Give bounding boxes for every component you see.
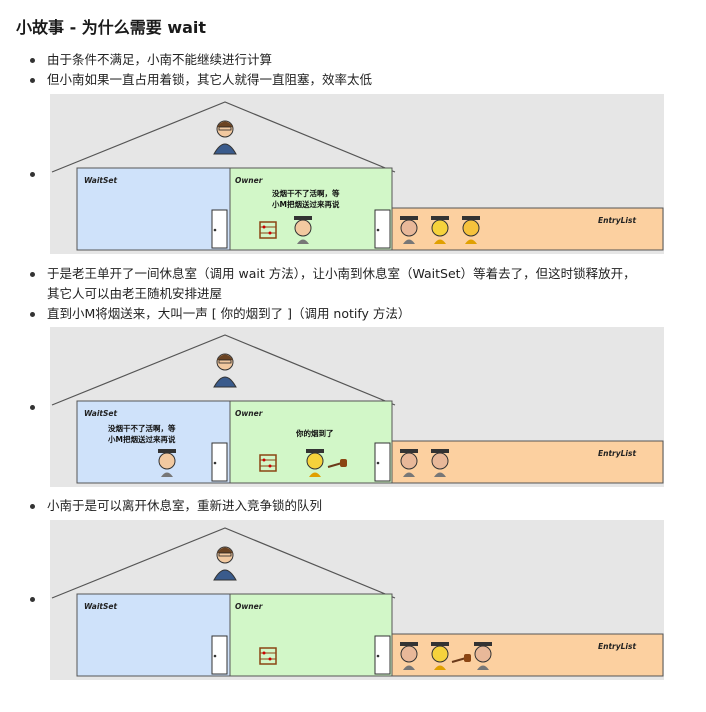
scene-3: WaitSet Owner EntryList — [50, 520, 664, 680]
speech-line: 小M把烟送过来再说 — [272, 200, 340, 209]
bullet-text: 由于条件不满足，小南不能继续进行计算 — [47, 52, 273, 67]
bullet-dot — [30, 58, 35, 63]
bullet-text: 直到小M将烟送来，大叫一声 [ 你的烟到了 ]（调用 notify 方法） — [47, 306, 411, 321]
entrylist-label: EntryList — [598, 216, 637, 225]
waitset-room — [76, 400, 231, 484]
entrylist-label: EntryList — [598, 642, 637, 651]
queue-person-icon — [431, 642, 449, 670]
bullet-dot — [30, 78, 35, 83]
scene-2: WaitSet Owner EntryList 没烟干不了活啊，等 小M把烟送过… — [50, 327, 664, 487]
door-icon — [374, 442, 391, 482]
speech-bubble: 你的烟到了 — [296, 429, 334, 438]
roof — [51, 527, 396, 599]
scene-1: WaitSet Owner EntryList 没烟干不了活啊，等 小M把烟送过… — [50, 94, 664, 254]
queue-person-icon — [431, 216, 449, 244]
speech-line: 小M把烟送过来再说 — [108, 435, 176, 444]
abacus-icon — [259, 454, 277, 472]
pipe-icon — [327, 459, 347, 468]
scene-2-drawing — [51, 334, 664, 484]
landlord-figure-icon — [213, 353, 237, 388]
scene-bullet — [30, 405, 35, 410]
bullet-dot — [30, 504, 35, 509]
bullet-text: 小南于是可以离开休息室，重新进入竞争锁的队列 — [47, 498, 323, 513]
door-knob — [376, 654, 380, 658]
pipe-icon — [451, 654, 471, 663]
door-icon — [374, 209, 391, 249]
bullet-text: 但小南如果一直占用着锁，其它人就得一直阻塞，效率太低 — [47, 72, 373, 87]
queue-person-icon — [431, 449, 449, 477]
waitset-room — [76, 593, 231, 677]
queue-person-icon — [400, 642, 418, 670]
speech-line: 没烟干不了活啊，等 — [108, 424, 176, 433]
queue-person-icon — [462, 216, 480, 244]
landlord-figure-icon — [213, 546, 237, 581]
queue-person-icon — [400, 449, 418, 477]
owner-room — [229, 400, 393, 484]
waitset-label: WaitSet — [84, 409, 118, 418]
waitset-room — [76, 167, 231, 251]
door-knob — [376, 461, 380, 465]
xiaom-figure-icon — [306, 449, 324, 477]
owner-label: Owner — [235, 409, 263, 418]
door-knob — [376, 228, 380, 232]
xiaonan-figure-icon — [474, 642, 492, 670]
owner-room — [229, 593, 393, 677]
door-knob — [213, 228, 217, 232]
scene-bullet — [30, 172, 35, 177]
door-icon — [211, 209, 228, 249]
xiaonan-figure-icon — [158, 449, 176, 477]
bullet-text: 于是老王单开了一间休息室（调用 wait 方法），让小南到休息室（WaitSet… — [47, 266, 636, 281]
landlord-figure-icon — [213, 120, 237, 155]
waitset-label: WaitSet — [84, 602, 118, 611]
scene-3-drawing — [51, 527, 664, 677]
abacus-icon — [259, 221, 277, 239]
owner-label: Owner — [235, 602, 263, 611]
owner-room — [229, 167, 393, 251]
scene-bullet — [30, 597, 35, 602]
door-knob — [213, 654, 217, 658]
page-title: 小故事 - 为什么需要 wait — [16, 18, 207, 37]
entrylist-label: EntryList — [598, 449, 637, 458]
queue-person-icon — [400, 216, 418, 244]
bullet-dot — [30, 312, 35, 317]
door-icon — [211, 635, 228, 675]
xiaonan-figure-icon — [294, 216, 312, 244]
waitset-label: WaitSet — [84, 176, 118, 185]
speech-bubble: 没烟干不了活啊，等 小M把烟送过来再说 — [108, 423, 176, 445]
scene-1-drawing — [51, 101, 664, 251]
speech-line: 没烟干不了活啊，等 — [272, 189, 340, 198]
door-icon — [374, 635, 391, 675]
roof — [51, 334, 396, 406]
door-knob — [213, 461, 217, 465]
bullet-dot — [30, 272, 35, 277]
bullet-text-continued: 其它人可以由老王随机安排进屋 — [47, 286, 223, 301]
roof — [51, 101, 396, 173]
owner-label: Owner — [235, 176, 263, 185]
door-icon — [211, 442, 228, 482]
speech-bubble: 没烟干不了活啊，等 小M把烟送过来再说 — [272, 188, 340, 210]
abacus-icon — [259, 647, 277, 665]
